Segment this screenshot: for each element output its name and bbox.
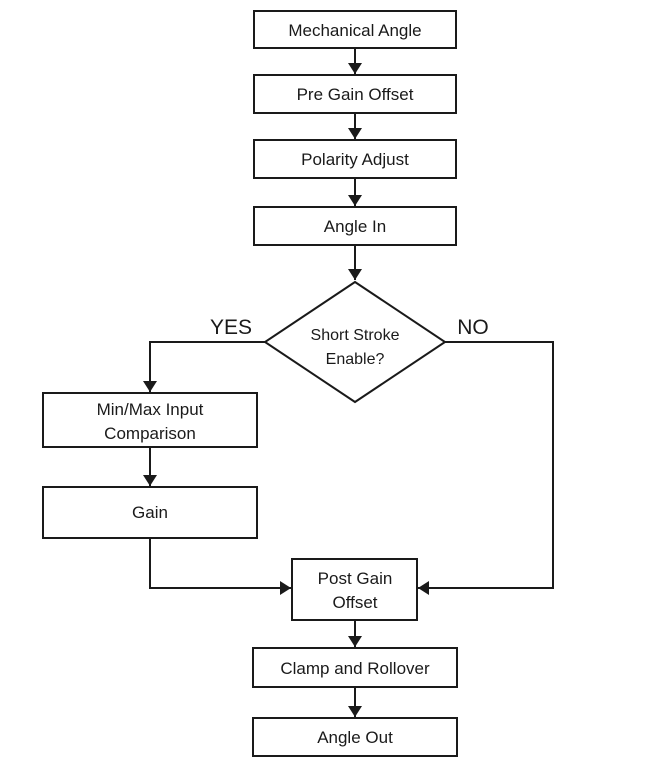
edge-decision-yes [143,341,265,392]
node-gain: Gain [42,486,258,539]
node-mechanical-angle: Mechanical Angle [253,10,457,49]
node-angle-out: Angle Out [252,717,458,757]
edge-group [143,48,554,717]
node-pre-gain-offset-box [253,74,457,114]
node-angle-out-label: Angle Out [317,728,393,747]
node-polarity-adjust-label: Polarity Adjust [301,150,409,169]
node-minmax-input-comparison-label-line2: Comparison [104,424,196,443]
node-minmax-input-comparison-label-line1: Min/Max Input [97,400,204,419]
node-post-gain-offset-label-line1: Post Gain [318,569,393,588]
node-clamp-and-rollover: Clamp and Rollover [252,647,458,688]
edge-decision-no [418,341,554,595]
node-angle-in-box [253,206,457,246]
node-minmax-input-comparison: Min/Max Input Comparison [42,392,258,448]
node-short-stroke-enable-label-line2: Enable? [326,351,385,368]
node-mechanical-angle-box [253,10,457,49]
node-angle-in: Angle In [253,206,457,246]
edge-gain-to-postgain [149,538,291,595]
node-gain-box [42,486,258,539]
node-clamp-and-rollover-box [252,647,458,688]
edge-label-no: NO [457,316,489,339]
node-angle-in-label: Angle In [324,217,386,236]
edge-label-yes: YES [210,316,252,339]
node-short-stroke-enable-diamond [263,280,447,404]
node-polarity-adjust: Polarity Adjust [253,139,457,179]
node-short-stroke-enable: Short Stroke Enable? [263,280,447,404]
node-angle-out-box [252,717,458,757]
node-mechanical-angle-label: Mechanical Angle [288,21,421,40]
node-pre-gain-offset: Pre Gain Offset [253,74,457,114]
node-pre-gain-offset-label: Pre Gain Offset [297,85,414,104]
node-short-stroke-enable-label-line1: Short Stroke [311,327,400,344]
node-gain-label: Gain [132,503,168,522]
node-post-gain-offset-box [291,558,418,621]
node-polarity-adjust-box [253,139,457,179]
node-minmax-input-comparison-box [42,392,258,448]
node-clamp-and-rollover-label: Clamp and Rollover [280,659,430,678]
node-post-gain-offset: Post Gain Offset [291,558,418,621]
node-post-gain-offset-label-line2: Offset [332,593,377,612]
